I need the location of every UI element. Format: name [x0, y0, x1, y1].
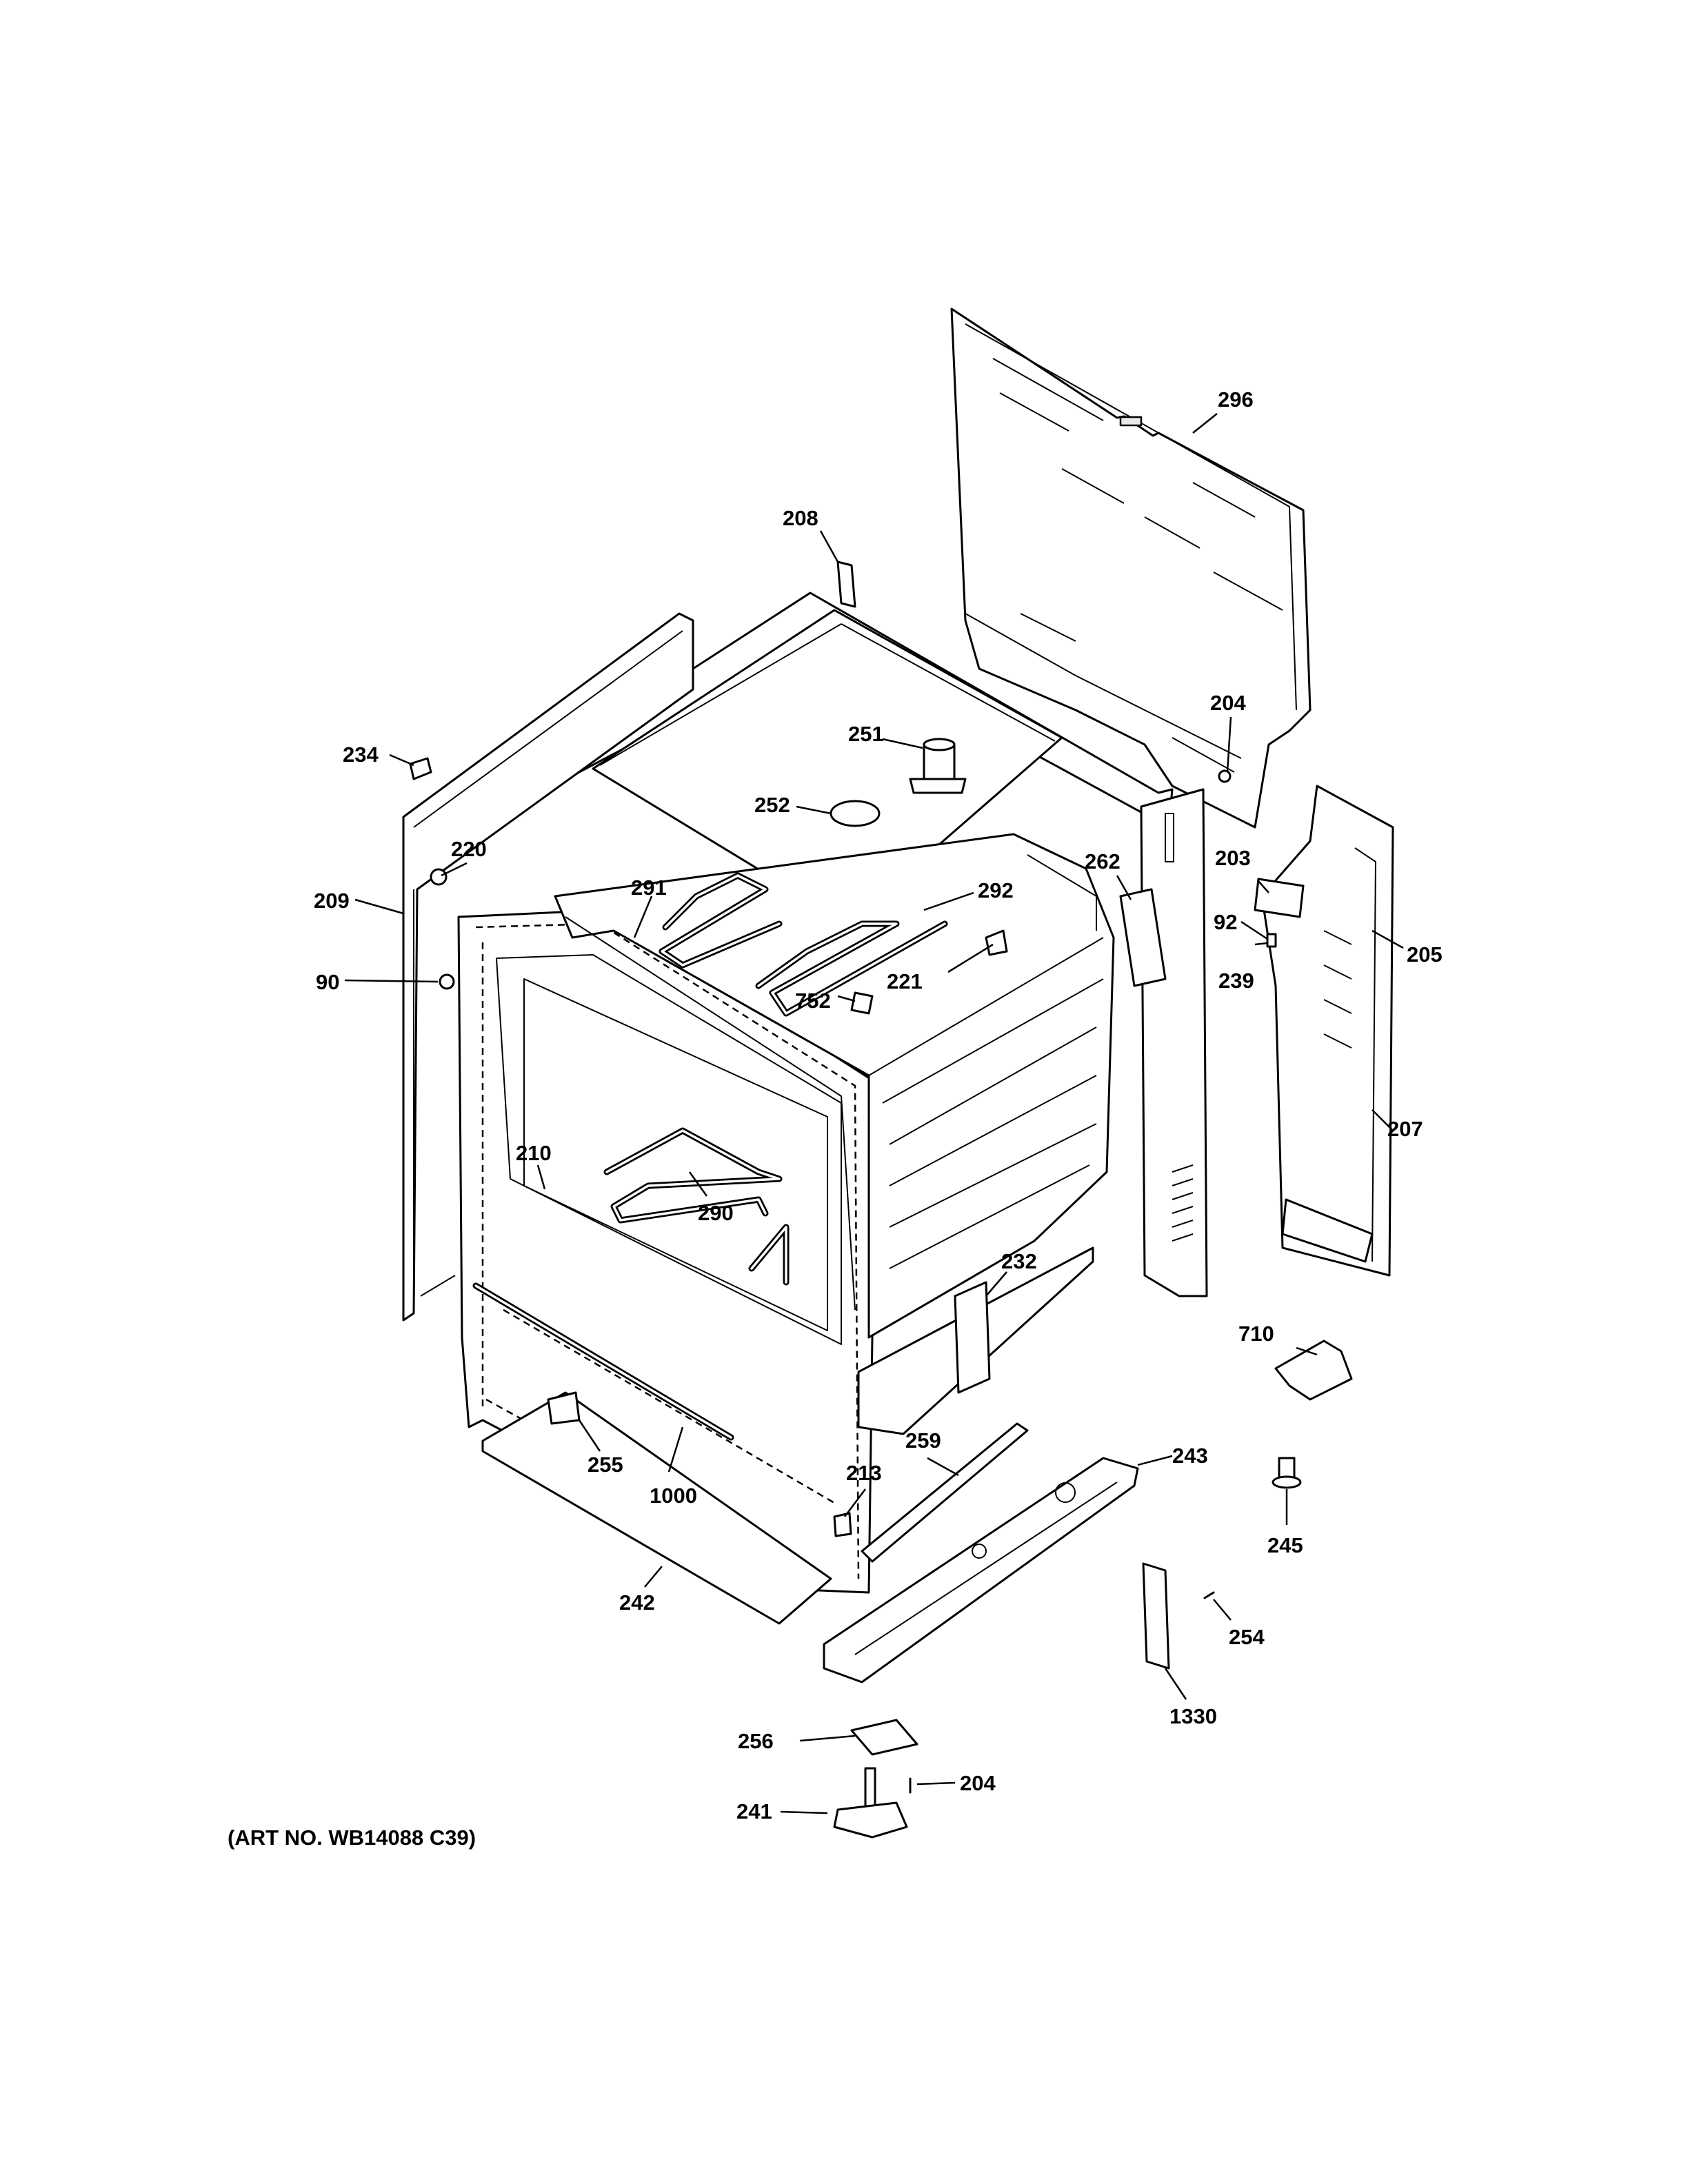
clip-213: [833, 1512, 852, 1537]
bake-element-290: [603, 1127, 790, 1286]
leveling-leg-241: [833, 1767, 908, 1839]
callout-710: 710: [1238, 1322, 1274, 1346]
callout-221: 221: [887, 969, 923, 993]
callout-203: 203: [1215, 846, 1251, 870]
bracket-710: [1274, 1339, 1353, 1401]
screw-204-top: [1218, 769, 1232, 783]
callout-243: 243: [1172, 1444, 1208, 1468]
wrapper-205: [1260, 785, 1394, 1277]
screw-254: [1203, 1591, 1215, 1599]
rail-259: [861, 1422, 1029, 1563]
leader-lines: [344, 413, 1404, 1814]
callout-254: 254: [1229, 1625, 1265, 1649]
clip-220: [430, 868, 448, 886]
callout-255: 255: [587, 1453, 623, 1477]
callout-241: 241: [736, 1799, 772, 1823]
clip-234: [409, 757, 432, 780]
callout-242: 242: [619, 1590, 655, 1615]
callout-1330: 1330: [1169, 1704, 1217, 1728]
clip-221: [985, 929, 1008, 956]
bracket-207: [1281, 1198, 1374, 1263]
sensor-bulb-251: [909, 738, 967, 794]
callout-245: 245: [1267, 1533, 1303, 1557]
callout-296: 296: [1218, 387, 1254, 412]
screw-92: [1266, 933, 1277, 948]
callout-220: 220: [451, 837, 487, 861]
callout-251: 251: [848, 722, 884, 746]
callout-291: 291: [631, 876, 667, 900]
art-number-caption: (ART NO. WB14088 C39): [228, 1826, 476, 1850]
callout-752: 752: [795, 989, 831, 1013]
callout-204-top: 204: [1210, 691, 1246, 715]
callout-239: 239: [1218, 969, 1254, 993]
callout-292: 292: [978, 878, 1014, 902]
callout-labels: 296 208 204 234 251 220 252 203 262 209 …: [314, 387, 1443, 1823]
callout-210: 210: [516, 1141, 552, 1165]
callout-213: 213: [846, 1461, 882, 1485]
gasket-1000: [472, 1282, 734, 1441]
callout-1000: 1000: [650, 1484, 697, 1508]
left-side-panel-209: [402, 612, 694, 1322]
callout-92: 92: [1214, 910, 1237, 934]
bracket-752: [850, 991, 874, 1015]
callout-252: 252: [754, 793, 790, 817]
right-side-panel: [1140, 788, 1208, 1297]
bracket-232: [954, 1281, 991, 1394]
plate-256: [850, 1719, 918, 1756]
callout-290: 290: [698, 1201, 734, 1225]
callout-262: 262: [1085, 849, 1121, 873]
callout-256: 256: [738, 1729, 774, 1753]
callout-232: 232: [1001, 1249, 1037, 1273]
callout-259: 259: [905, 1428, 941, 1453]
callout-90: 90: [316, 970, 339, 994]
valve-245: [1272, 1457, 1302, 1489]
callout-207: 207: [1387, 1117, 1423, 1141]
plug-90: [439, 973, 455, 990]
cover-plate-252: [830, 800, 881, 827]
burner-frame-243: [823, 1457, 1139, 1684]
callout-204-bottom: 204: [960, 1771, 996, 1795]
callout-205: 205: [1407, 942, 1443, 967]
callout-208: 208: [783, 506, 818, 530]
callout-234: 234: [343, 742, 379, 767]
bracket-1330: [1142, 1562, 1170, 1670]
broil-element-291: [659, 872, 948, 1017]
switch-203: [1254, 878, 1305, 918]
callout-209: 209: [314, 889, 350, 913]
bracket-262: [1119, 888, 1167, 987]
back-panel-296: [950, 307, 1312, 829]
